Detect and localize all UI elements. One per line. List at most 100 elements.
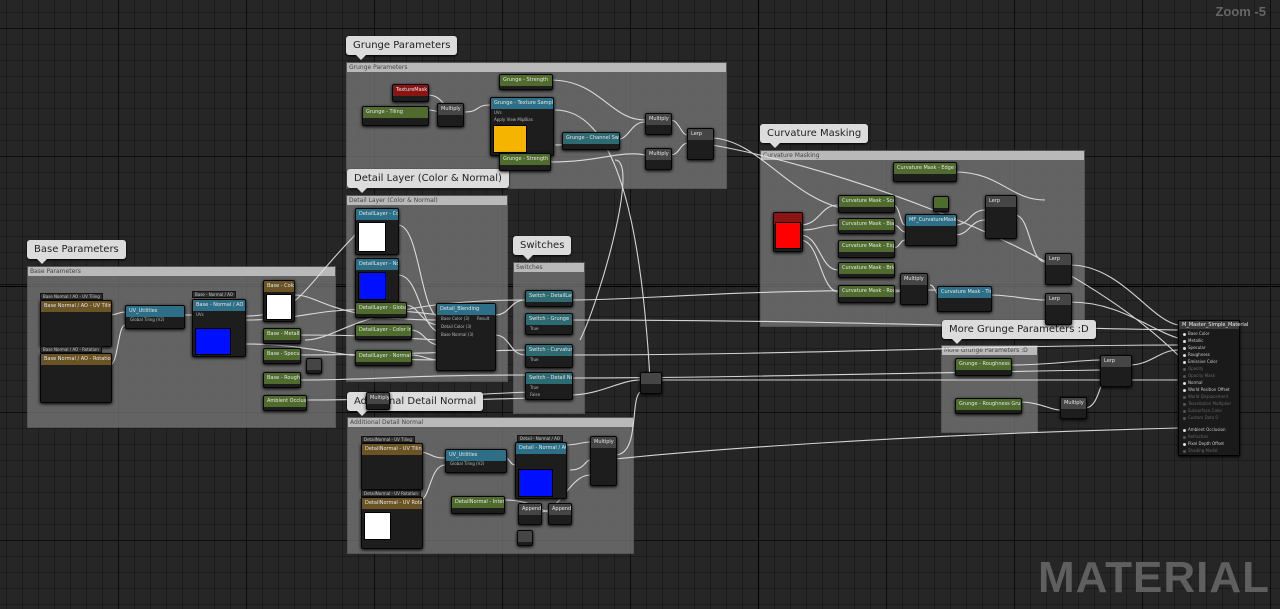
node-append-2[interactable]: Append [548, 503, 572, 525]
bubble-curvature[interactable]: Curvature Masking [760, 124, 869, 148]
node-curv-brightness[interactable]: Curvature Mask - Brightness [838, 262, 895, 278]
texture-preview [775, 222, 801, 249]
pin-opacity: Opacity [1183, 366, 1203, 371]
node-lerp-b[interactable]: Lerp [1045, 293, 1072, 325]
node-curvature-mask-fn[interactable]: MF_CurvatureMask [905, 214, 957, 246]
node-lerp[interactable]: Lerp [687, 128, 714, 160]
param-label: Detail - Normal / AO [517, 435, 563, 442]
texture-preview [493, 125, 527, 153]
pin-subsurface: Subsurface Color [1183, 408, 1222, 413]
node-small-constant[interactable] [517, 530, 533, 546]
texture-preview [358, 272, 386, 300]
node-ambient-occlusion[interactable]: Ambient Occlusion [263, 395, 307, 411]
pin-ambient-occlusion[interactable]: Ambient Occlusion [1183, 427, 1226, 432]
bubble-grunge[interactable]: Grunge Parameters [346, 36, 458, 60]
bubble-base[interactable]: Base Parameters [27, 240, 126, 264]
node-grunge-strength-2[interactable]: Grunge - Strength [499, 153, 551, 171]
node-curv-multiply[interactable]: Multiply [900, 273, 928, 305]
node-detail-color-intensity[interactable]: DetailLayer - Color Intensity [355, 324, 412, 340]
node-detail-normal[interactable]: DetailLayer - Normal / AO [355, 258, 399, 303]
pin-opacity-mask: Opacity Mask [1183, 373, 1215, 378]
node-curv-tint[interactable]: Curvature Mask - Tint [937, 286, 992, 312]
node-append[interactable]: Append [518, 503, 542, 525]
node-base-roughness[interactable]: Base - Roughness [263, 372, 301, 388]
node-add-intensity[interactable]: DetailNormal - Intensity [451, 496, 505, 514]
texture-preview [266, 294, 292, 320]
node-multiply-2[interactable]: Multiply [645, 113, 672, 135]
node-curvature-texture[interactable] [773, 212, 803, 252]
texture-preview [358, 222, 386, 252]
node-material-output[interactable]: M_Master_Simple_Material Base Color Meta… [1178, 320, 1248, 456]
node-grunge-texture[interactable]: Grunge - Texture Sample UVs Apply View M… [490, 97, 554, 156]
node-base-color[interactable]: Base - Color [263, 280, 295, 322]
comment-header: More Grunge Parameters :D [942, 346, 1037, 355]
pin-roughness[interactable]: Roughness [1183, 352, 1210, 357]
node-add-normal[interactable]: Detail - Normal / AO [515, 442, 567, 499]
node-grunge-channel[interactable]: Grunge - Channel Switch [562, 132, 620, 150]
node-add-rotation[interactable]: DetailNormal - UV Rotation [361, 497, 423, 549]
pin-tess: Tessellation Multiplier [1183, 401, 1231, 406]
comment-header: Curvature Masking [761, 151, 1084, 160]
node-add-tiling[interactable]: DetailNormal - UV Tiling [361, 443, 423, 490]
comment-header: Switches [514, 263, 584, 272]
node-curv-edge[interactable]: Curvature Mask - Edge Color [893, 162, 957, 182]
pin-specular[interactable]: Specular [1183, 345, 1205, 350]
pin-shading-model: Shading Model [1183, 448, 1218, 453]
pin-wd: World Displacement [1183, 394, 1228, 399]
pin-normal[interactable]: Normal [1183, 380, 1202, 385]
node-curv-exponent[interactable]: Curvature Mask - Exponent [838, 240, 895, 258]
node-more-grunge-strength[interactable]: Grunge - Roughness Grunge Strength [955, 398, 1022, 414]
node-texture-mask[interactable]: TextureMask [392, 84, 429, 102]
pin-base-color[interactable]: Base Color [1183, 331, 1209, 336]
bubble-detail[interactable]: Detail Layer (Color & Normal) [347, 169, 509, 193]
node-lerp-a[interactable]: Lerp [1045, 253, 1072, 285]
param-label: DetailNormal - UV Rotation [361, 490, 421, 497]
pin-metallic[interactable]: Metallic [1183, 338, 1203, 343]
node-add[interactable] [640, 372, 662, 394]
node-detail-blending[interactable]: Detail_Blending Base Color (3) Detail Co… [436, 303, 496, 371]
pin-refraction: Refraction [1183, 434, 1208, 439]
node-multiply-3[interactable]: Multiply [645, 148, 672, 170]
node-switch-normal[interactable]: Switch - Detail NormalTrueFalse [525, 372, 573, 400]
node-detail-tiling[interactable]: DetailLayer - Global Tiling [355, 302, 407, 318]
node-base-uv-rotation[interactable]: Base Normal / AO - Rotation [40, 353, 112, 403]
node-multiply[interactable]: Multiply [437, 103, 464, 127]
param-label: DetailNormal - UV Tiling [361, 436, 415, 443]
node-curv-lerp[interactable]: Lerp [985, 195, 1017, 239]
graph-origin-horizontal [0, 286, 1280, 287]
node-base-specular[interactable]: Base - Specular [263, 348, 301, 364]
node-curv-scale[interactable]: Curvature Mask - Scale [838, 195, 895, 213]
comment-header: Detail Layer (Color & Normal) [347, 196, 507, 205]
node-curv-bias[interactable]: Curvature Mask - Bias [838, 218, 895, 234]
comment-header: Grunge Parameters [347, 63, 726, 72]
node-more-multiply[interactable]: Multiply [1060, 397, 1087, 419]
pin-pixel-depth-offset[interactable]: Pixel Depth Offset [1183, 441, 1224, 446]
node-small-multiply[interactable] [306, 358, 322, 374]
node-constant[interactable] [933, 196, 949, 212]
node-detail-normal-intensity[interactable]: DetailLayer - Normal Intensity [355, 350, 412, 366]
pin-wpo[interactable]: World Position Offset [1183, 387, 1230, 392]
node-switch-detail[interactable]: Switch - DetailLayer [525, 290, 573, 307]
comment-header: Additional Detail Normal [348, 418, 633, 427]
node-base-metallic[interactable]: Base - Metallic [263, 328, 301, 344]
node-uv-utilities[interactable]: UV_Utilities Global Tiling (V2) [125, 305, 185, 329]
node-add-multiply[interactable]: Multiply [590, 436, 617, 486]
node-add-multiply-top[interactable]: Multiply [366, 392, 390, 410]
node-more-lerp[interactable]: Lerp [1100, 355, 1132, 387]
node-grunge-strength[interactable]: Grunge - Strength [499, 74, 553, 90]
param-label: Base - Normal / AO [192, 291, 236, 298]
bubble-more-grunge[interactable]: More Grunge Parameters :D [942, 320, 1096, 344]
node-curv-roughness[interactable]: Curvature Mask - Roughness [838, 285, 895, 303]
param-label: Base Normal / AO - Rotation [40, 346, 102, 353]
node-more-grunge-roughness[interactable]: Grunge - Roughness Variation [955, 358, 1012, 376]
node-base-uv-tiling[interactable]: Base Normal / AO - UV Tiling [40, 300, 112, 347]
bubble-switches[interactable]: Switches [513, 236, 572, 260]
pin-emissive[interactable]: Emissive Color [1183, 359, 1217, 364]
graph-origin-vertical [758, 0, 759, 609]
node-grunge-tiling[interactable]: Grunge - Tiling [362, 106, 429, 126]
node-detail-color[interactable]: DetailLayer - Color [355, 208, 399, 255]
